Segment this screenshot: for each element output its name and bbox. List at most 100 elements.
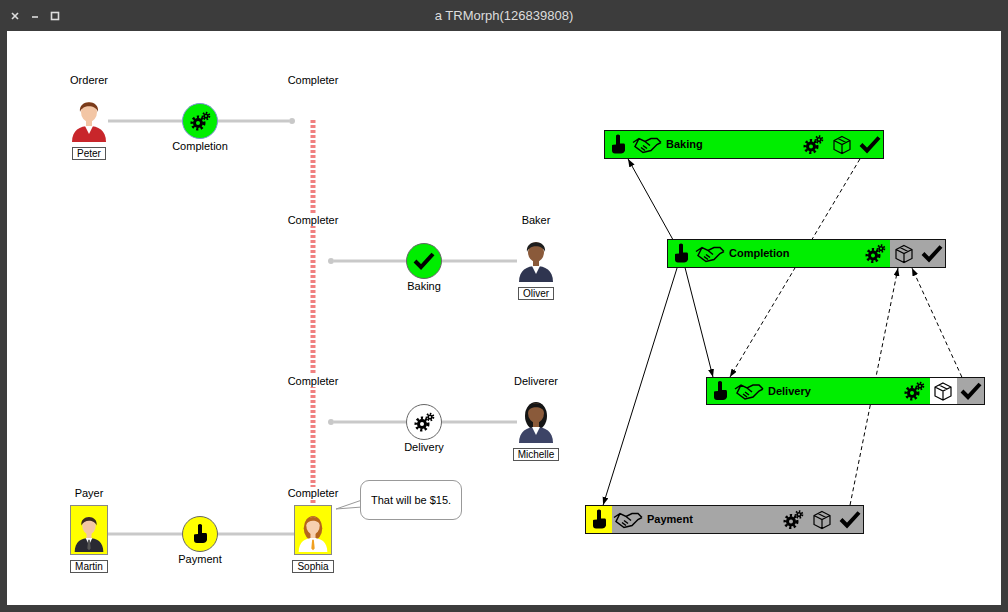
title-bar: a TRMorph(126839808) xyxy=(0,0,1008,30)
person-name: Sophia xyxy=(292,560,333,573)
step-disc xyxy=(406,404,442,440)
role-endpoint: Completer xyxy=(283,374,343,427)
step-icon xyxy=(406,243,442,279)
role-label: Deliverer xyxy=(512,375,560,387)
step-label: Payment xyxy=(178,553,221,565)
task-bar-icons xyxy=(706,377,985,405)
avatar-picture xyxy=(297,508,329,552)
role-row: Payer xyxy=(49,486,129,500)
role-link xyxy=(442,260,517,263)
role-label: Payer xyxy=(73,487,106,499)
step-disc xyxy=(182,516,218,552)
window-title: a TRMorph(126839808) xyxy=(435,8,574,23)
step-disc xyxy=(182,103,218,139)
box-icon xyxy=(814,512,830,529)
label-row: Baking xyxy=(666,130,703,159)
task-bar-icons xyxy=(667,239,946,268)
avatar-frame xyxy=(294,505,332,555)
step-icon xyxy=(182,103,218,139)
role-row: Completer xyxy=(273,486,353,500)
role-link xyxy=(108,533,182,536)
role-link xyxy=(108,120,182,123)
label-row: Delivery xyxy=(384,440,464,454)
avatar-picture xyxy=(517,232,555,282)
gears-icon xyxy=(785,511,802,527)
label-row: Completer xyxy=(283,73,343,87)
task-bar-icons xyxy=(585,505,864,534)
dependency-arrow xyxy=(912,268,962,377)
endpoint-dot xyxy=(328,419,334,425)
person-name: Peter xyxy=(72,147,106,160)
task-bar-icons xyxy=(604,130,884,159)
task-label: Payment xyxy=(647,513,693,525)
bubble-text: That will be $15. xyxy=(371,494,451,506)
person-name: Michelle xyxy=(513,448,560,461)
speech-bubble: That will be $15. xyxy=(360,480,462,520)
role-row: Deliverer xyxy=(496,374,576,388)
task-label: Completion xyxy=(729,247,790,259)
role-endpoint: Completer xyxy=(283,73,343,126)
role-label: Completer xyxy=(286,74,341,86)
trigger-arrow xyxy=(685,268,713,377)
step-icon xyxy=(406,404,442,440)
task-bar: Completion xyxy=(667,239,946,268)
task-label: Delivery xyxy=(768,385,811,397)
name-row: Peter xyxy=(49,148,129,159)
finger-icon xyxy=(612,135,625,154)
role-row: Baker xyxy=(496,213,576,227)
step-label: Baking xyxy=(407,280,441,292)
role-link xyxy=(218,120,289,123)
label-row: Baking xyxy=(384,279,464,293)
dependency-arrow xyxy=(730,159,860,377)
avatar-frame xyxy=(517,232,555,282)
step-label: Completion xyxy=(172,140,228,152)
trigger-arrow xyxy=(628,159,673,239)
check-icon xyxy=(841,513,859,526)
name-row: Michelle xyxy=(496,449,576,460)
gears-icon xyxy=(416,414,433,430)
completer-bar xyxy=(311,120,316,505)
step-circle: Completion xyxy=(160,103,240,155)
gears-icon xyxy=(906,383,923,399)
avatar-picture xyxy=(70,92,108,142)
person-node: DelivererMichelle xyxy=(496,374,576,464)
hand-icon xyxy=(614,514,642,528)
role-label: Baker xyxy=(520,214,553,226)
role-row: Orderer xyxy=(49,73,129,87)
person-node: PayerMartin xyxy=(49,486,129,576)
check-icon xyxy=(861,138,879,151)
role-link xyxy=(218,533,294,536)
person-name: Oliver xyxy=(518,287,554,300)
finger-icon xyxy=(675,244,688,263)
task-label: Baking xyxy=(666,138,703,150)
label-row: Payment xyxy=(160,552,240,566)
step-disc xyxy=(406,243,442,279)
gears-icon xyxy=(805,136,822,152)
gears-icon xyxy=(192,113,209,129)
role-label: Orderer xyxy=(68,74,110,86)
hand-icon xyxy=(633,139,661,153)
check-icon xyxy=(962,384,980,397)
box-icon xyxy=(834,137,850,154)
avatar-frame xyxy=(517,393,555,443)
endpoint-dot xyxy=(289,118,295,124)
label-row: Payment xyxy=(647,505,693,534)
step-circle: Baking xyxy=(384,243,464,295)
hand-icon xyxy=(696,248,724,262)
avatar-frame xyxy=(70,505,108,555)
name-row: Martin xyxy=(49,561,129,572)
finger-icon xyxy=(593,510,606,529)
task-bar: Baking xyxy=(604,130,884,159)
avatar-picture xyxy=(73,508,105,552)
check-icon xyxy=(415,254,433,267)
hand-icon xyxy=(735,385,763,399)
avatar-frame xyxy=(70,92,108,142)
name-row: Sophia xyxy=(273,561,353,572)
label-row: Completion xyxy=(160,139,240,153)
role-label: Completer xyxy=(286,214,341,226)
person-node: CompleterSophia xyxy=(273,486,353,576)
label-row: Completion xyxy=(729,239,790,268)
endpoint-dot xyxy=(328,258,334,264)
step-icon xyxy=(182,516,218,552)
role-endpoint: Completer xyxy=(283,213,343,266)
